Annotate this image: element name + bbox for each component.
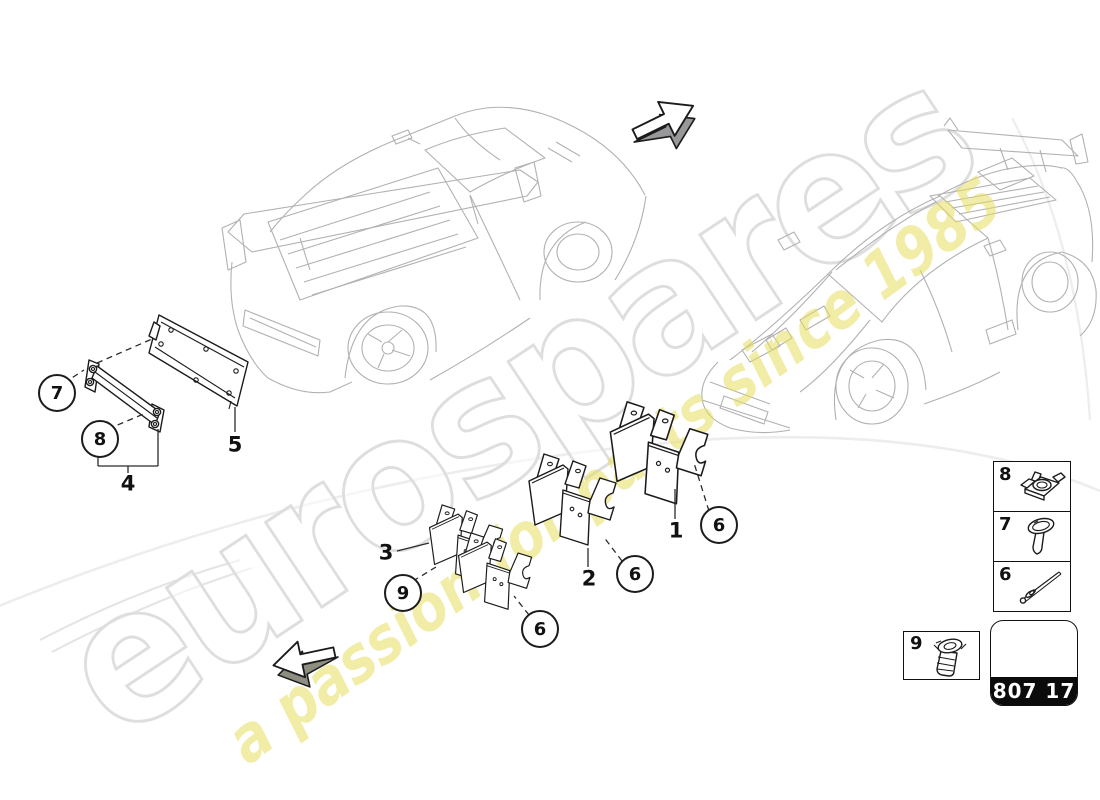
legend-item-9[interactable]: 9 [903, 631, 980, 680]
legend-number: 6 [999, 564, 1012, 585]
direction-arrow-up-right [631, 100, 696, 150]
car-rear-view [221, 106, 647, 394]
part-4-rail-drawing[interactable] [84, 359, 165, 433]
part-2-bracket-drawing[interactable] [528, 453, 617, 546]
direction-arrow-down-left [272, 640, 339, 688]
cage-nut-icon [1020, 471, 1066, 501]
legend-item-7[interactable]: 7 [994, 512, 1070, 562]
part-label-1[interactable]: 1 [668, 518, 684, 543]
legend-number: 8 [999, 464, 1012, 485]
callout-circle-6b[interactable]: 6 [616, 555, 654, 593]
legend-item-6[interactable]: 6 [994, 562, 1070, 609]
legend-number: 7 [999, 514, 1012, 535]
callout-number: 6 [533, 618, 547, 640]
blind-rivet-icon [1019, 571, 1062, 604]
callout-circle-8[interactable]: 8 [81, 420, 119, 458]
callout-number: 7 [50, 382, 64, 404]
car-front-view [701, 117, 1097, 434]
part-3-bracket-drawing[interactable] [428, 504, 533, 610]
part-label-5[interactable]: 5 [227, 432, 243, 457]
diagram-code-text: 807 17 [992, 679, 1076, 703]
legend-number: 9 [910, 633, 923, 654]
callout-circle-7[interactable]: 7 [38, 374, 76, 412]
grommet-nut-icon [933, 638, 967, 677]
fastener-legend: 8 7 6 [993, 461, 1071, 612]
callout-number: 6 [628, 563, 642, 585]
part-label-4[interactable]: 4 [120, 471, 136, 496]
push-rivet-icon [1027, 517, 1055, 555]
legend-item-8[interactable]: 8 [994, 462, 1070, 512]
part-1-bracket-drawing[interactable] [609, 401, 709, 505]
callout-number: 6 [712, 514, 726, 536]
callout-circle-6a[interactable]: 6 [521, 610, 559, 648]
callout-number: 9 [396, 582, 410, 604]
part-5-plate-drawing[interactable] [148, 314, 249, 410]
diagram-code: 807 17 [991, 677, 1077, 705]
callout-circle-6c[interactable]: 6 [700, 506, 738, 544]
diagram-code-box: 807 17 [990, 620, 1078, 706]
leader-lines [63, 338, 710, 616]
part-label-3[interactable]: 3 [378, 540, 394, 565]
part-label-2[interactable]: 2 [581, 566, 597, 591]
callout-number: 8 [93, 428, 107, 450]
callout-circle-9[interactable]: 9 [384, 574, 422, 612]
